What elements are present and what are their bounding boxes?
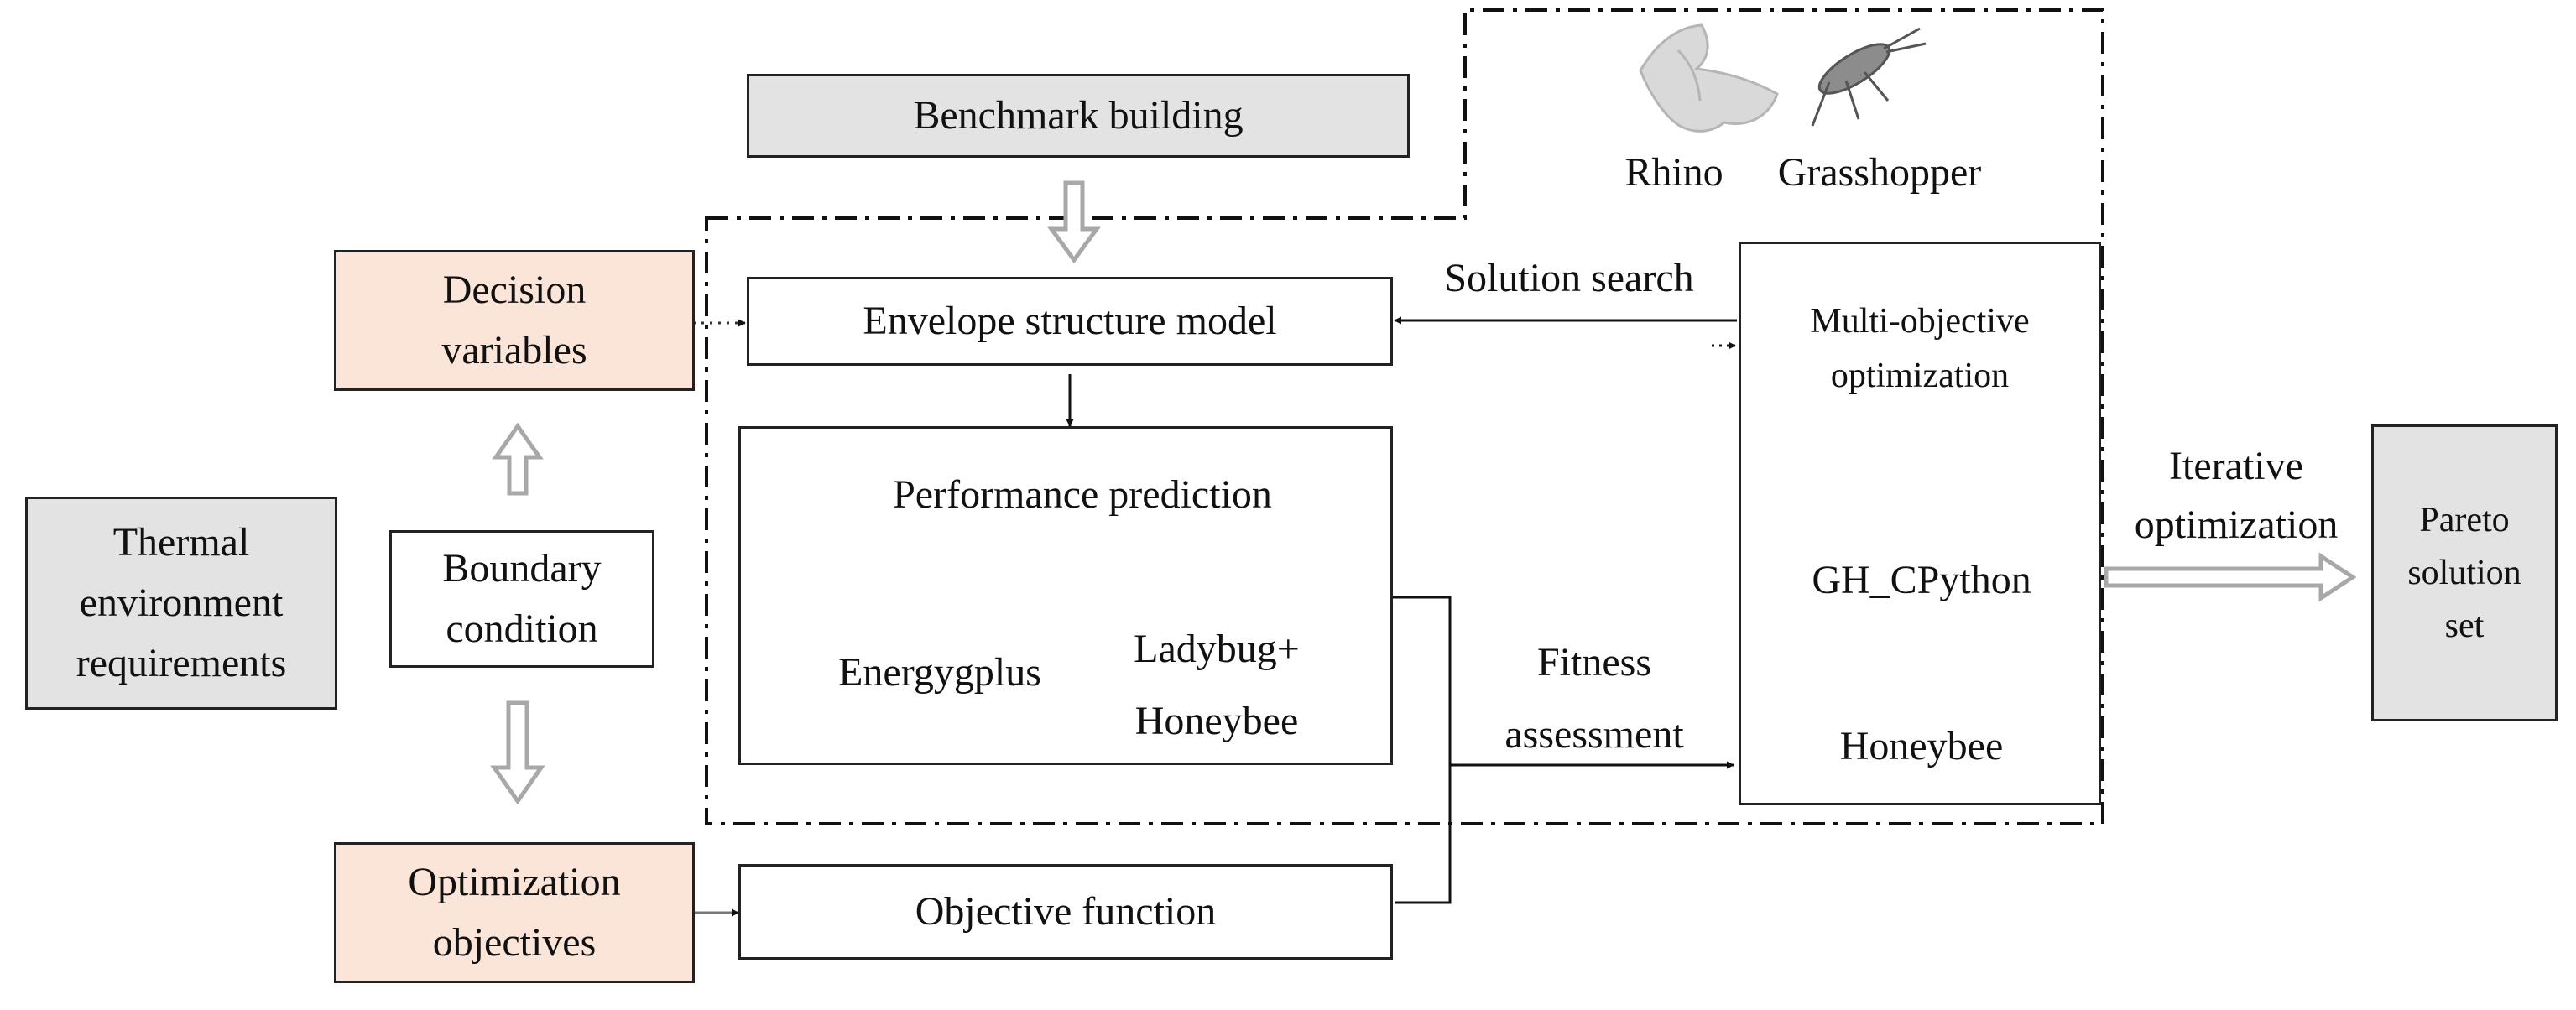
thermal-line-3: requirements — [76, 641, 287, 685]
iterative-line-2: optimization — [2134, 502, 2339, 547]
pareto-solution-box: Pareto solution set — [2371, 424, 2558, 721]
framework-dashdot-outline — [705, 8, 2104, 825]
rhino-label: Rhino — [1624, 150, 1723, 195]
connector-performance-objective — [1393, 596, 1452, 904]
benchmark-building-label: Benchmark building — [913, 93, 1244, 138]
pareto-line-3: set — [2444, 606, 2485, 645]
objectives-line-2: objectives — [432, 920, 597, 965]
hollow-arrow-up-decision — [492, 422, 544, 496]
objective-function-label: Objective function — [915, 889, 1217, 934]
decision-line-1: Decision — [442, 268, 587, 312]
thermal-line-2: environment — [79, 580, 284, 625]
performance-prediction-box — [738, 426, 1393, 765]
thermal-line-1: Thermal — [112, 520, 250, 565]
ladybug-line-2: Honeybee — [1134, 699, 1299, 743]
envelope-structure-model-box: Envelope structure model — [747, 277, 1393, 366]
multi-objective-box: Multi-objective optimization — [1739, 242, 2101, 805]
envelope-label: Envelope structure model — [863, 299, 1277, 343]
gh-cpython-label: GH_CPython — [1812, 558, 2031, 602]
honeybee-label: Honeybee — [1839, 724, 2004, 768]
boundary-line-2: condition — [446, 607, 598, 651]
grasshopper-logo — [1811, 27, 1927, 127]
pareto-line-2: solution — [2407, 553, 2521, 592]
decision-variables-box: Decision variables — [334, 250, 695, 391]
optimization-objectives-box: Optimization objectives — [334, 842, 695, 983]
boundary-line-1: Boundary — [442, 546, 602, 591]
benchmark-building-box: Benchmark building — [747, 74, 1410, 158]
multi-objective-line-2: optimization — [1830, 357, 2010, 396]
fitness-line-1: Fitness — [1536, 640, 1652, 685]
performance-prediction-label: Performance prediction — [893, 472, 1272, 517]
thermal-environment-box: Thermal environment requirements — [25, 497, 337, 710]
objectives-line-1: Optimization — [408, 860, 621, 904]
rhino-logo — [1639, 23, 1779, 133]
multi-objective-line-1: Multi-objective — [1810, 302, 2030, 341]
decision-line-2: variables — [441, 328, 587, 372]
ladybug-line-1: Ladybug+ — [1134, 627, 1300, 671]
hollow-arrow-iterative — [2104, 552, 2357, 602]
iterative-line-1: Iterative — [2169, 444, 2303, 488]
grasshopper-label: Grasshopper — [1777, 150, 1982, 195]
boundary-condition-box: Boundary condition — [389, 530, 654, 668]
fitness-line-2: assessment — [1504, 712, 1684, 757]
solution-search-label: Solution search — [1444, 256, 1694, 300]
pareto-line-1: Pareto — [2419, 500, 2510, 539]
objective-function-box: Objective function — [738, 864, 1393, 960]
hollow-arrow-down-objectives — [490, 700, 545, 805]
energyplus-label: Energygplus — [838, 650, 1041, 695]
hollow-arrow-benchmark-down — [1047, 180, 1101, 264]
